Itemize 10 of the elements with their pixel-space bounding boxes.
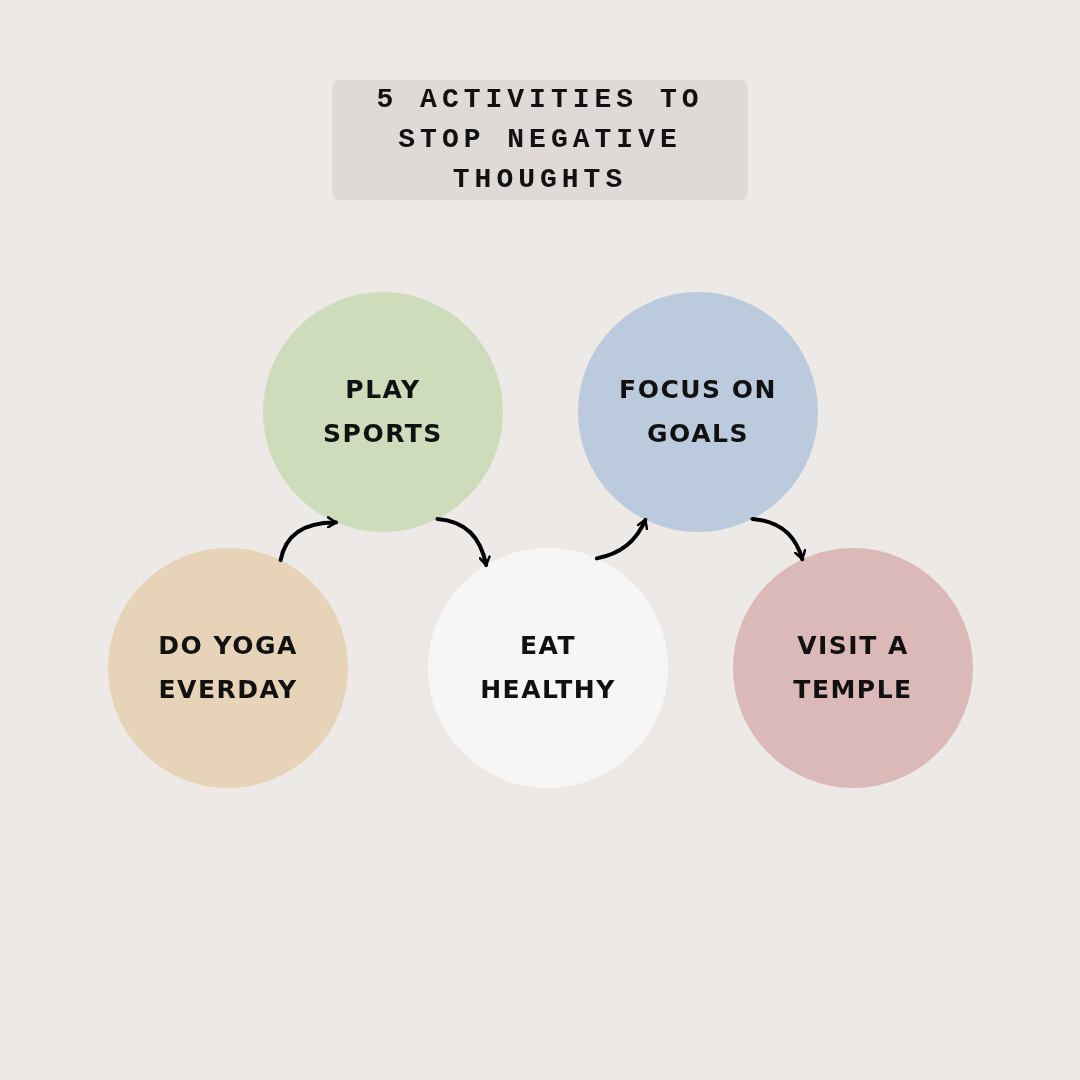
curved-arrow — [750, 516, 806, 562]
activity-label: EAT HEALTHY — [479, 630, 617, 706]
curved-arrow — [278, 516, 339, 563]
activity-label: VISIT A TEMPLE — [792, 630, 914, 706]
title: 5 ACTIVITIES TO STOP NEGATIVE THOUGHTS — [375, 83, 705, 197]
activity-label: FOCUS ON GOALS — [618, 374, 778, 450]
activity-label: DO YOGA EVERDAY — [157, 630, 299, 706]
curved-arrow — [435, 516, 491, 568]
activity-label: PLAY SPORTS — [322, 374, 444, 450]
curved-arrow — [594, 517, 648, 561]
